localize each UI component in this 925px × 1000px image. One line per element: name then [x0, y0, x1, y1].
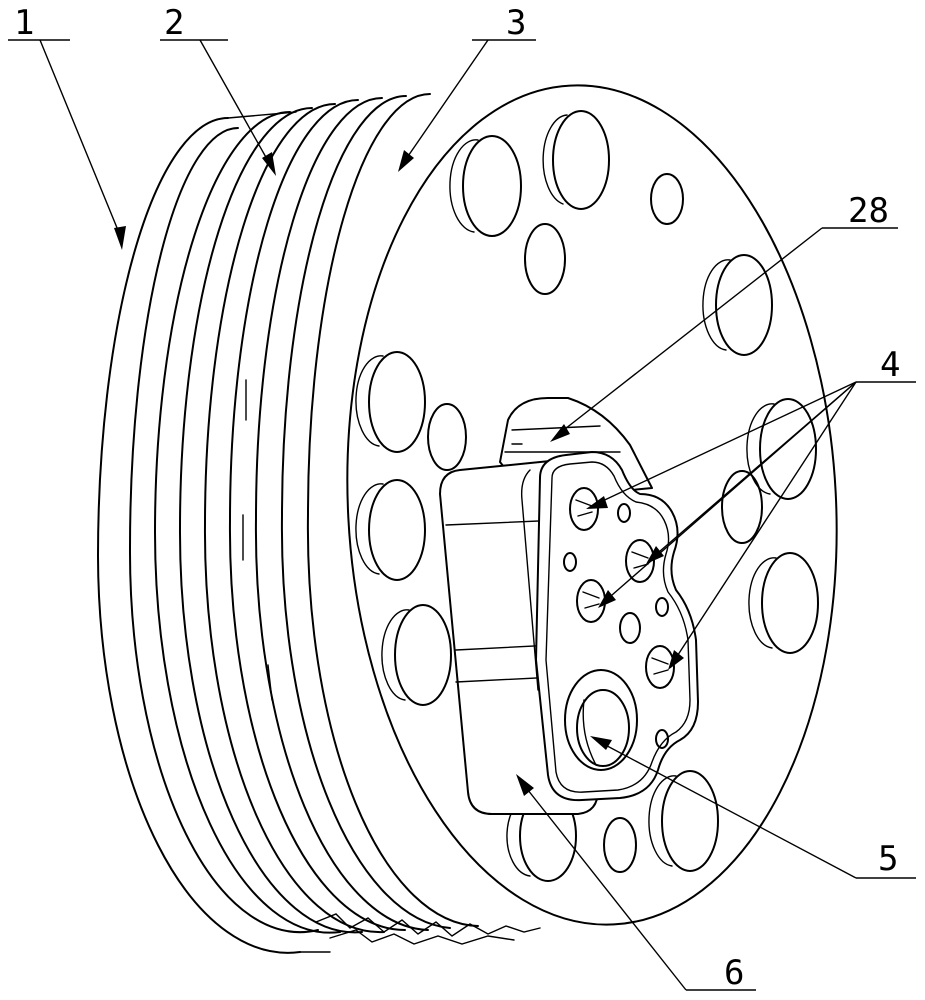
label-part-28: 28 — [848, 191, 889, 231]
leader-2 — [160, 40, 276, 176]
leader-1 — [8, 40, 126, 250]
label-part-5: 5 — [878, 839, 898, 879]
label-part-6: 6 — [724, 953, 744, 993]
rear-housing — [98, 112, 330, 953]
label-part-2: 2 — [164, 3, 184, 43]
label-part-3: 3 — [506, 3, 526, 43]
label-part-1: 1 — [14, 3, 34, 43]
label-part-4: 4 — [880, 345, 900, 385]
